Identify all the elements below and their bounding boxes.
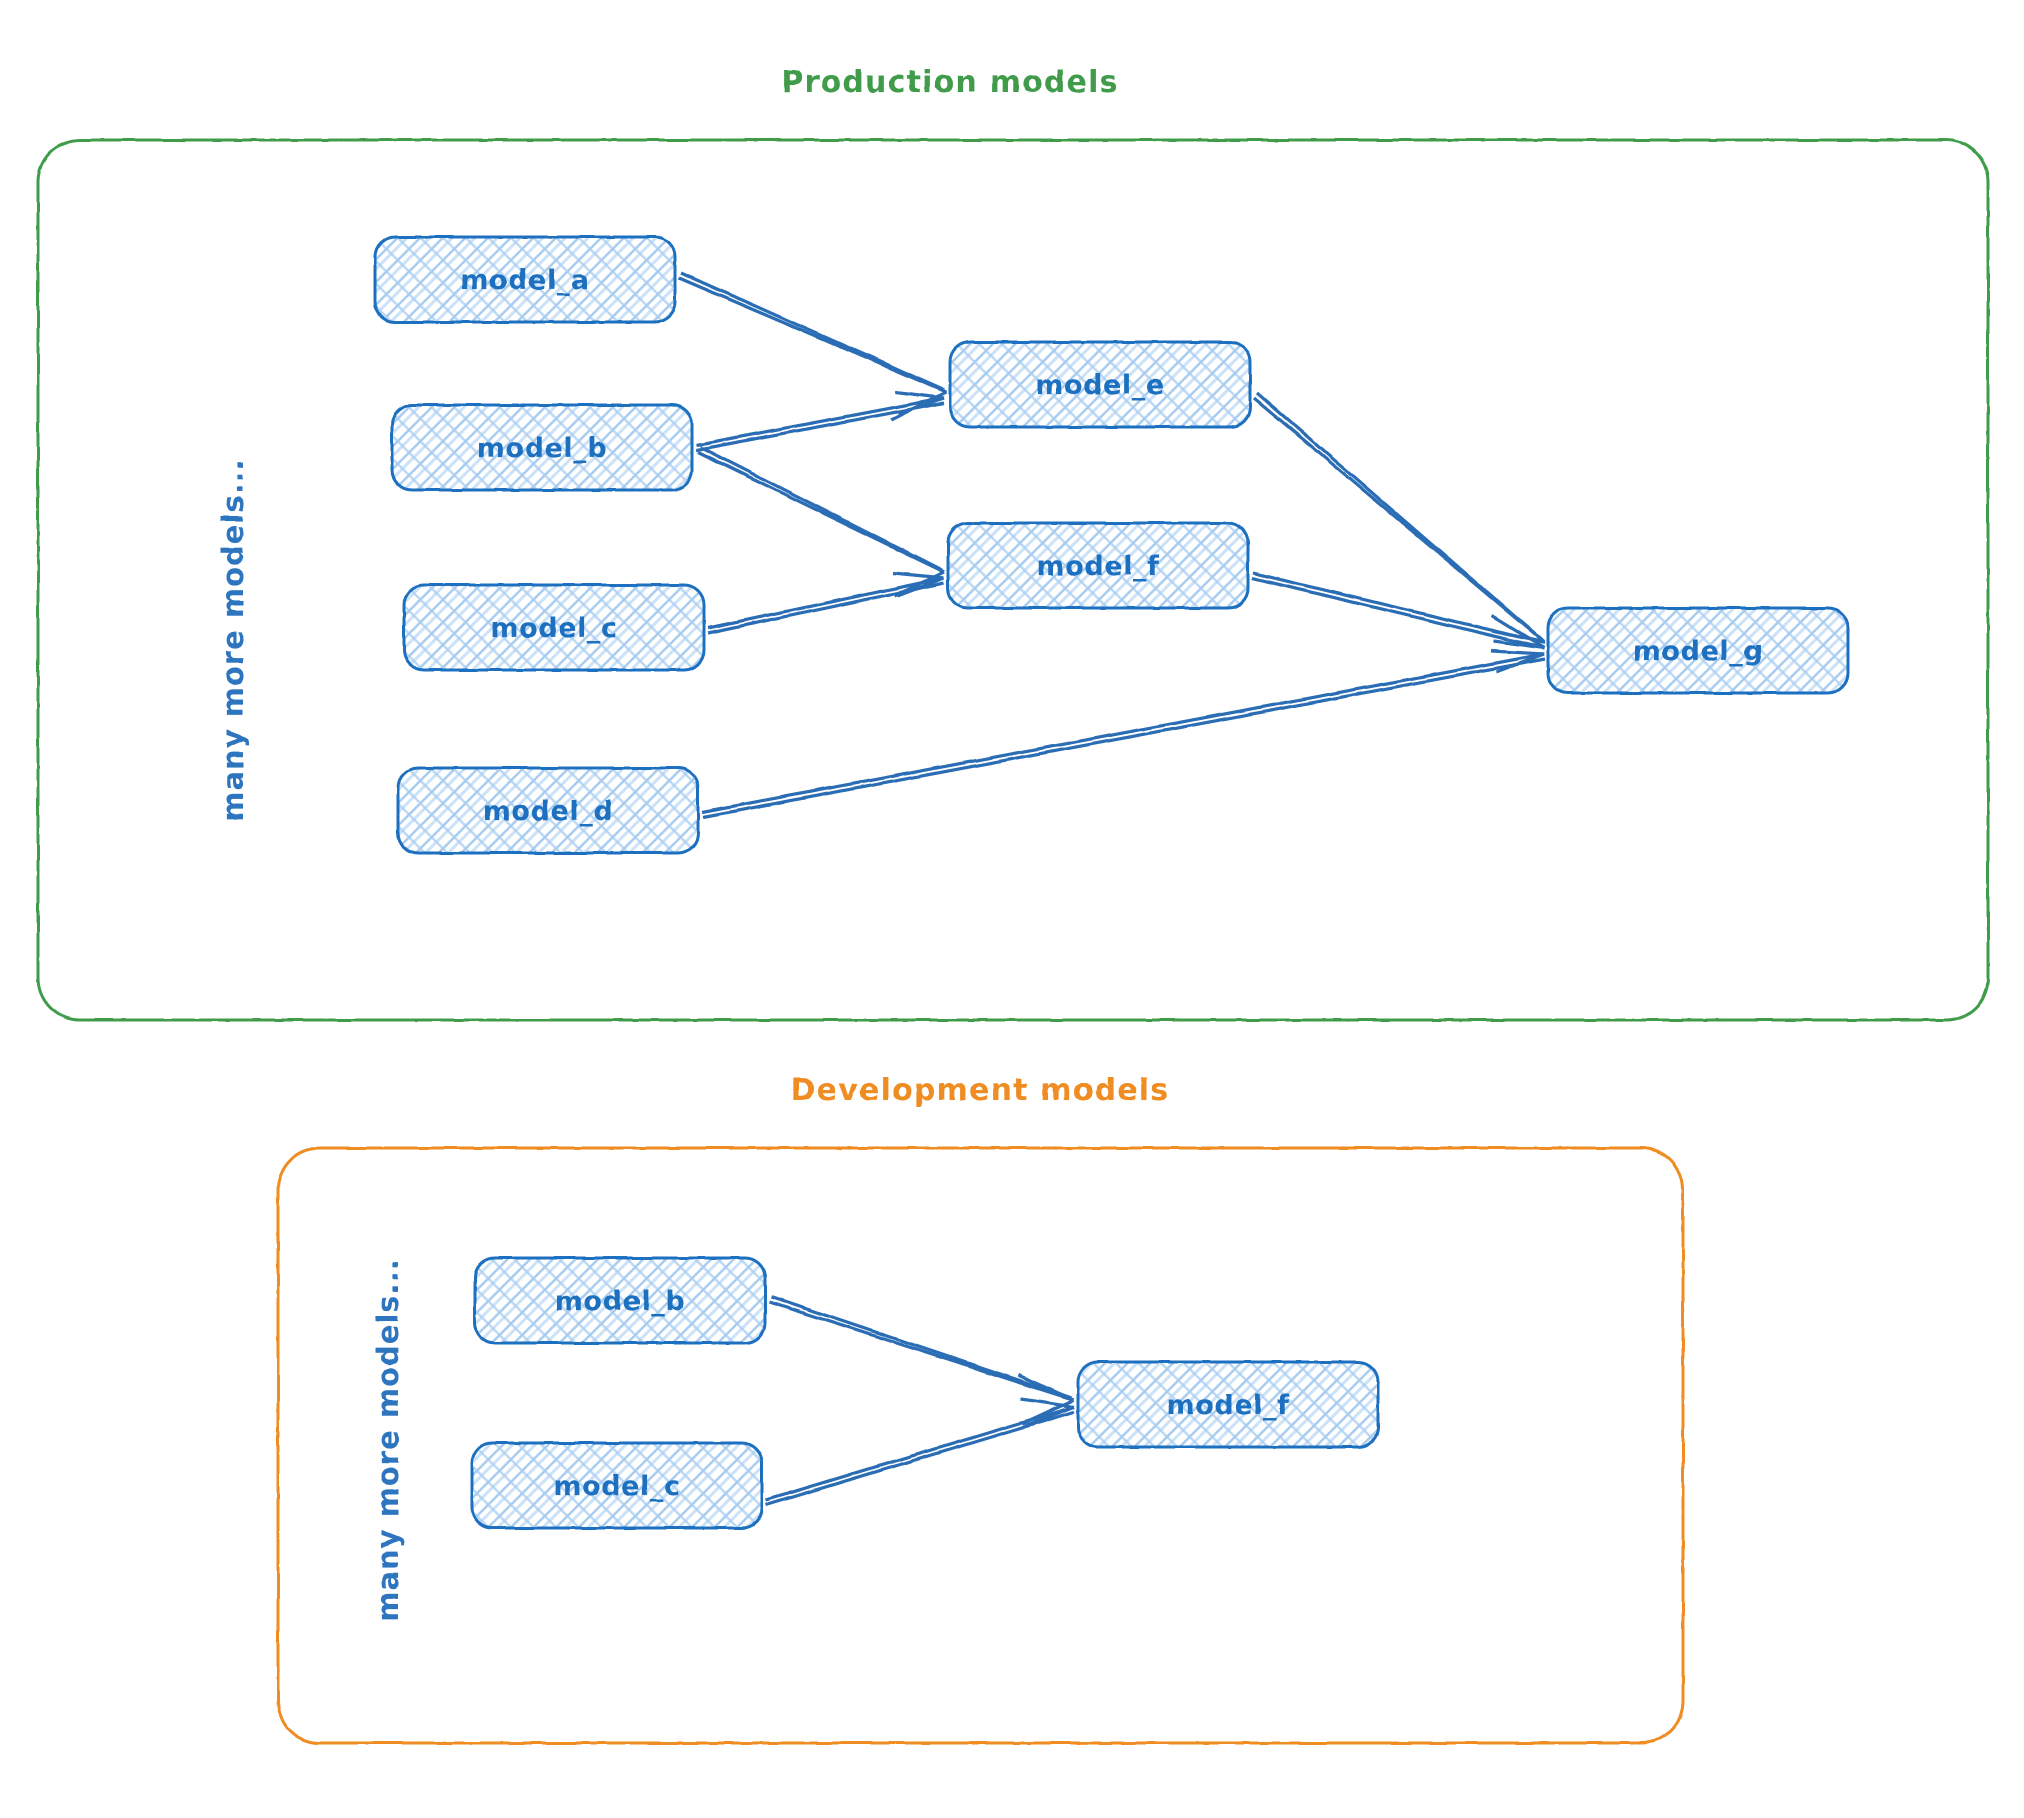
node-prod-model-e[interactable]: model_e (948, 340, 1252, 429)
edge-b-e (695, 390, 945, 452)
node-label: model_f (1166, 1390, 1289, 1421)
node-label: model_c (553, 1471, 680, 1502)
production-group-border (36, 138, 1990, 1022)
node-dev-model-c[interactable]: model_c (470, 1441, 764, 1530)
development-group-border (276, 1146, 1685, 1745)
edge-a-e (678, 271, 947, 422)
node-prod-model-f[interactable]: model_f (946, 521, 1250, 610)
production-nodes: model_a model_b model_c model_d (373, 235, 1850, 855)
production-edges (678, 271, 1546, 819)
development-nodes: model_b model_c model_f (470, 1256, 1380, 1530)
edge-devb-devf (768, 1295, 1075, 1426)
node-label: model_g (1633, 636, 1764, 667)
node-prod-model-d[interactable]: model_d (396, 766, 700, 855)
node-dev-model-b[interactable]: model_b (473, 1256, 767, 1345)
group-production: Production models many more models... (36, 65, 1990, 1022)
development-edges (765, 1295, 1075, 1507)
edge-f-g (1251, 571, 1546, 650)
edge-e-g (1252, 391, 1546, 644)
node-prod-model-a[interactable]: model_a (373, 235, 677, 324)
node-label: model_a (460, 265, 590, 296)
development-side-label: many more models... (371, 1258, 405, 1621)
node-label: model_d (483, 796, 614, 827)
edge-d-g (701, 649, 1546, 819)
node-label: model_e (1035, 370, 1165, 401)
node-label: model_b (555, 1286, 686, 1317)
node-prod-model-g[interactable]: model_g (1546, 606, 1850, 695)
node-label: model_c (490, 613, 617, 644)
node-label: model_b (477, 433, 608, 464)
node-dev-model-f[interactable]: model_f (1076, 1360, 1380, 1449)
node-prod-model-b[interactable]: model_b (390, 403, 694, 492)
edge-devc-devf (765, 1397, 1075, 1507)
node-label: model_f (1036, 551, 1159, 582)
production-group-title: Production models (781, 65, 1118, 100)
group-development: Development models many more models... (276, 1073, 1685, 1745)
edge-c-f (707, 571, 945, 635)
node-prod-model-c[interactable]: model_c (402, 583, 706, 672)
development-group-title: Development models (791, 1073, 1170, 1108)
production-side-label: many more models... (216, 458, 250, 821)
